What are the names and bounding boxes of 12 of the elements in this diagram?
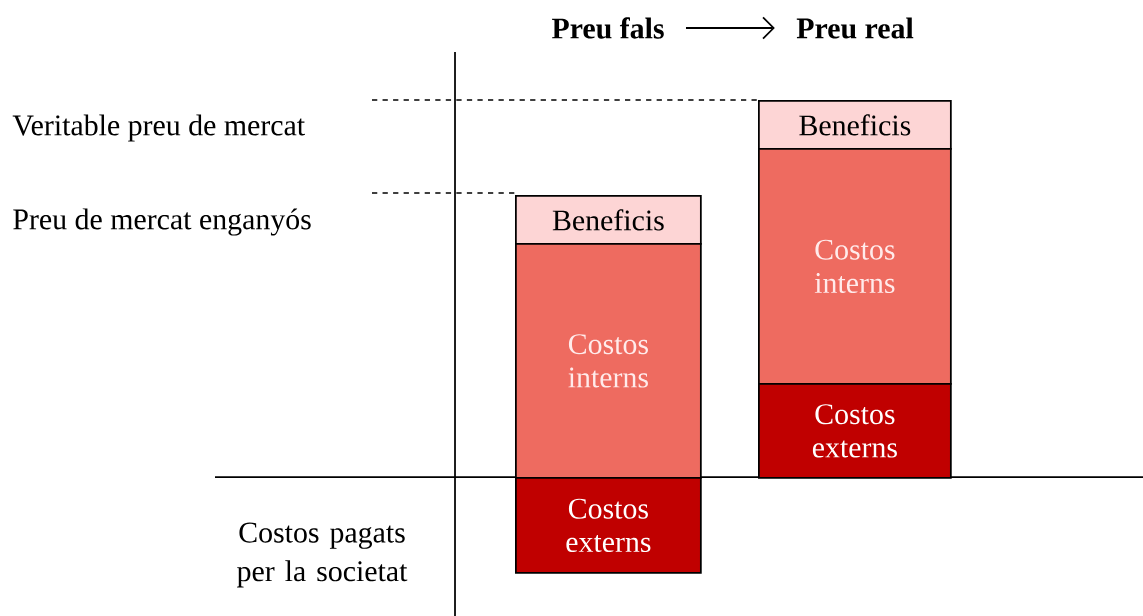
level-label: Preu de mercat enganyós: [13, 208, 311, 236]
internal-costs-box: Costos interns: [758, 148, 952, 385]
internal-costs-box: Costos interns: [515, 243, 702, 479]
beneficis-box: Beneficis: [515, 195, 702, 245]
level-label: Veritable preu de mercat: [12, 114, 305, 142]
axis-label: Costos pagats per la societat: [237, 522, 408, 588]
external-costs-box: Costos externs: [515, 477, 702, 574]
heading-text: Preu fals: [552, 17, 664, 39]
arrow: [685, 16, 775, 40]
heading-text: Preu real: [796, 17, 914, 39]
external-costs-box: Costos externs: [758, 383, 952, 479]
beneficis-box: Beneficis: [758, 100, 952, 150]
